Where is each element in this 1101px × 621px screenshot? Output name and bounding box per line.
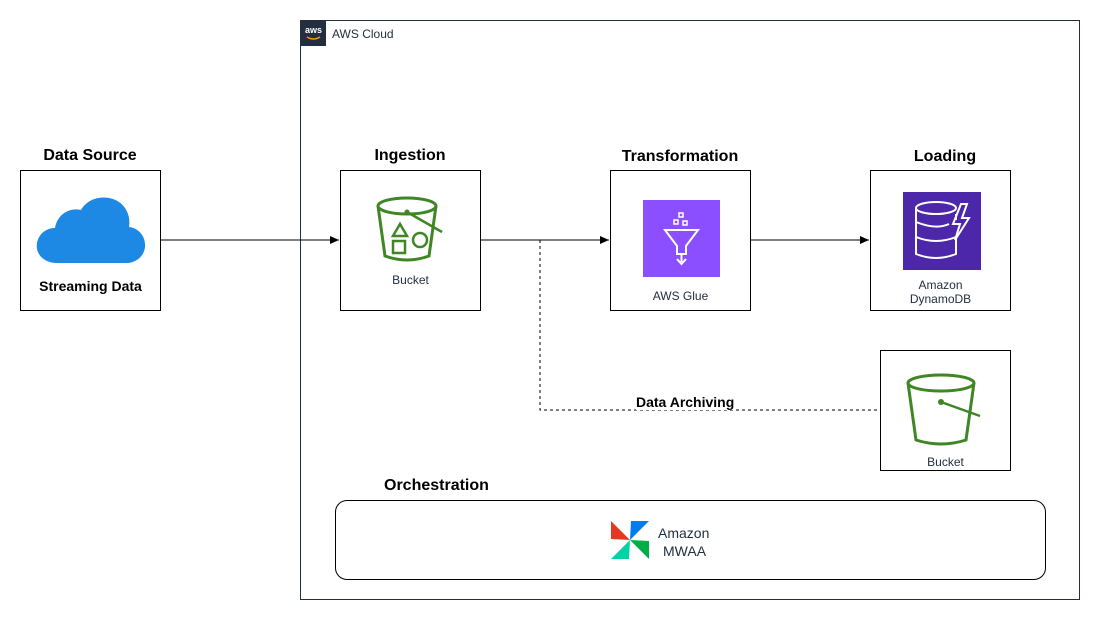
streaming-data-label: Streaming Data xyxy=(39,278,142,294)
node-aws-glue[interactable]: AWS Glue xyxy=(610,170,751,311)
edge-archiving xyxy=(539,240,880,411)
s3-bucket-icon xyxy=(906,373,981,446)
node-streaming-data[interactable]: Streaming Data xyxy=(20,170,161,311)
archive-bucket-label: Bucket xyxy=(927,455,964,469)
glue-label: AWS Glue xyxy=(652,289,709,303)
dynamodb-label-line2: DynamoDB xyxy=(909,292,972,306)
s3-bucket-icon xyxy=(376,196,443,262)
heading-data-source: Data Source xyxy=(43,147,137,164)
dynamodb-label-line1: Amazon xyxy=(918,278,963,292)
mwaa-icon xyxy=(611,521,649,559)
aws-cloud-group xyxy=(300,20,1080,600)
heading-loading: Loading xyxy=(913,148,977,165)
heading-ingestion: Ingestion xyxy=(374,147,446,164)
dynamodb-icon xyxy=(903,192,981,270)
node-ingestion-bucket[interactable]: Bucket xyxy=(340,170,481,311)
cloud-icon xyxy=(36,197,146,263)
orchestration-container[interactable]: Amazon MWAA xyxy=(335,500,1046,580)
mwaa-label-line1: Amazon xyxy=(658,525,710,541)
aws-cloud-label: AWS Cloud xyxy=(332,27,394,41)
ingestion-bucket-label: Bucket xyxy=(392,273,429,287)
mwaa-label-line2: MWAA xyxy=(663,543,707,559)
glue-icon xyxy=(643,200,720,277)
node-dynamodb[interactable]: Amazon DynamoDB xyxy=(870,170,1011,311)
aws-logo-text: aws xyxy=(305,25,322,35)
node-archive-bucket[interactable]: Bucket xyxy=(880,350,1011,471)
aws-logo: aws xyxy=(301,21,326,46)
heading-transformation: Transformation xyxy=(621,148,739,165)
heading-orchestration: Orchestration xyxy=(384,477,489,494)
edge-archiving-label: Data Archiving xyxy=(636,394,735,410)
